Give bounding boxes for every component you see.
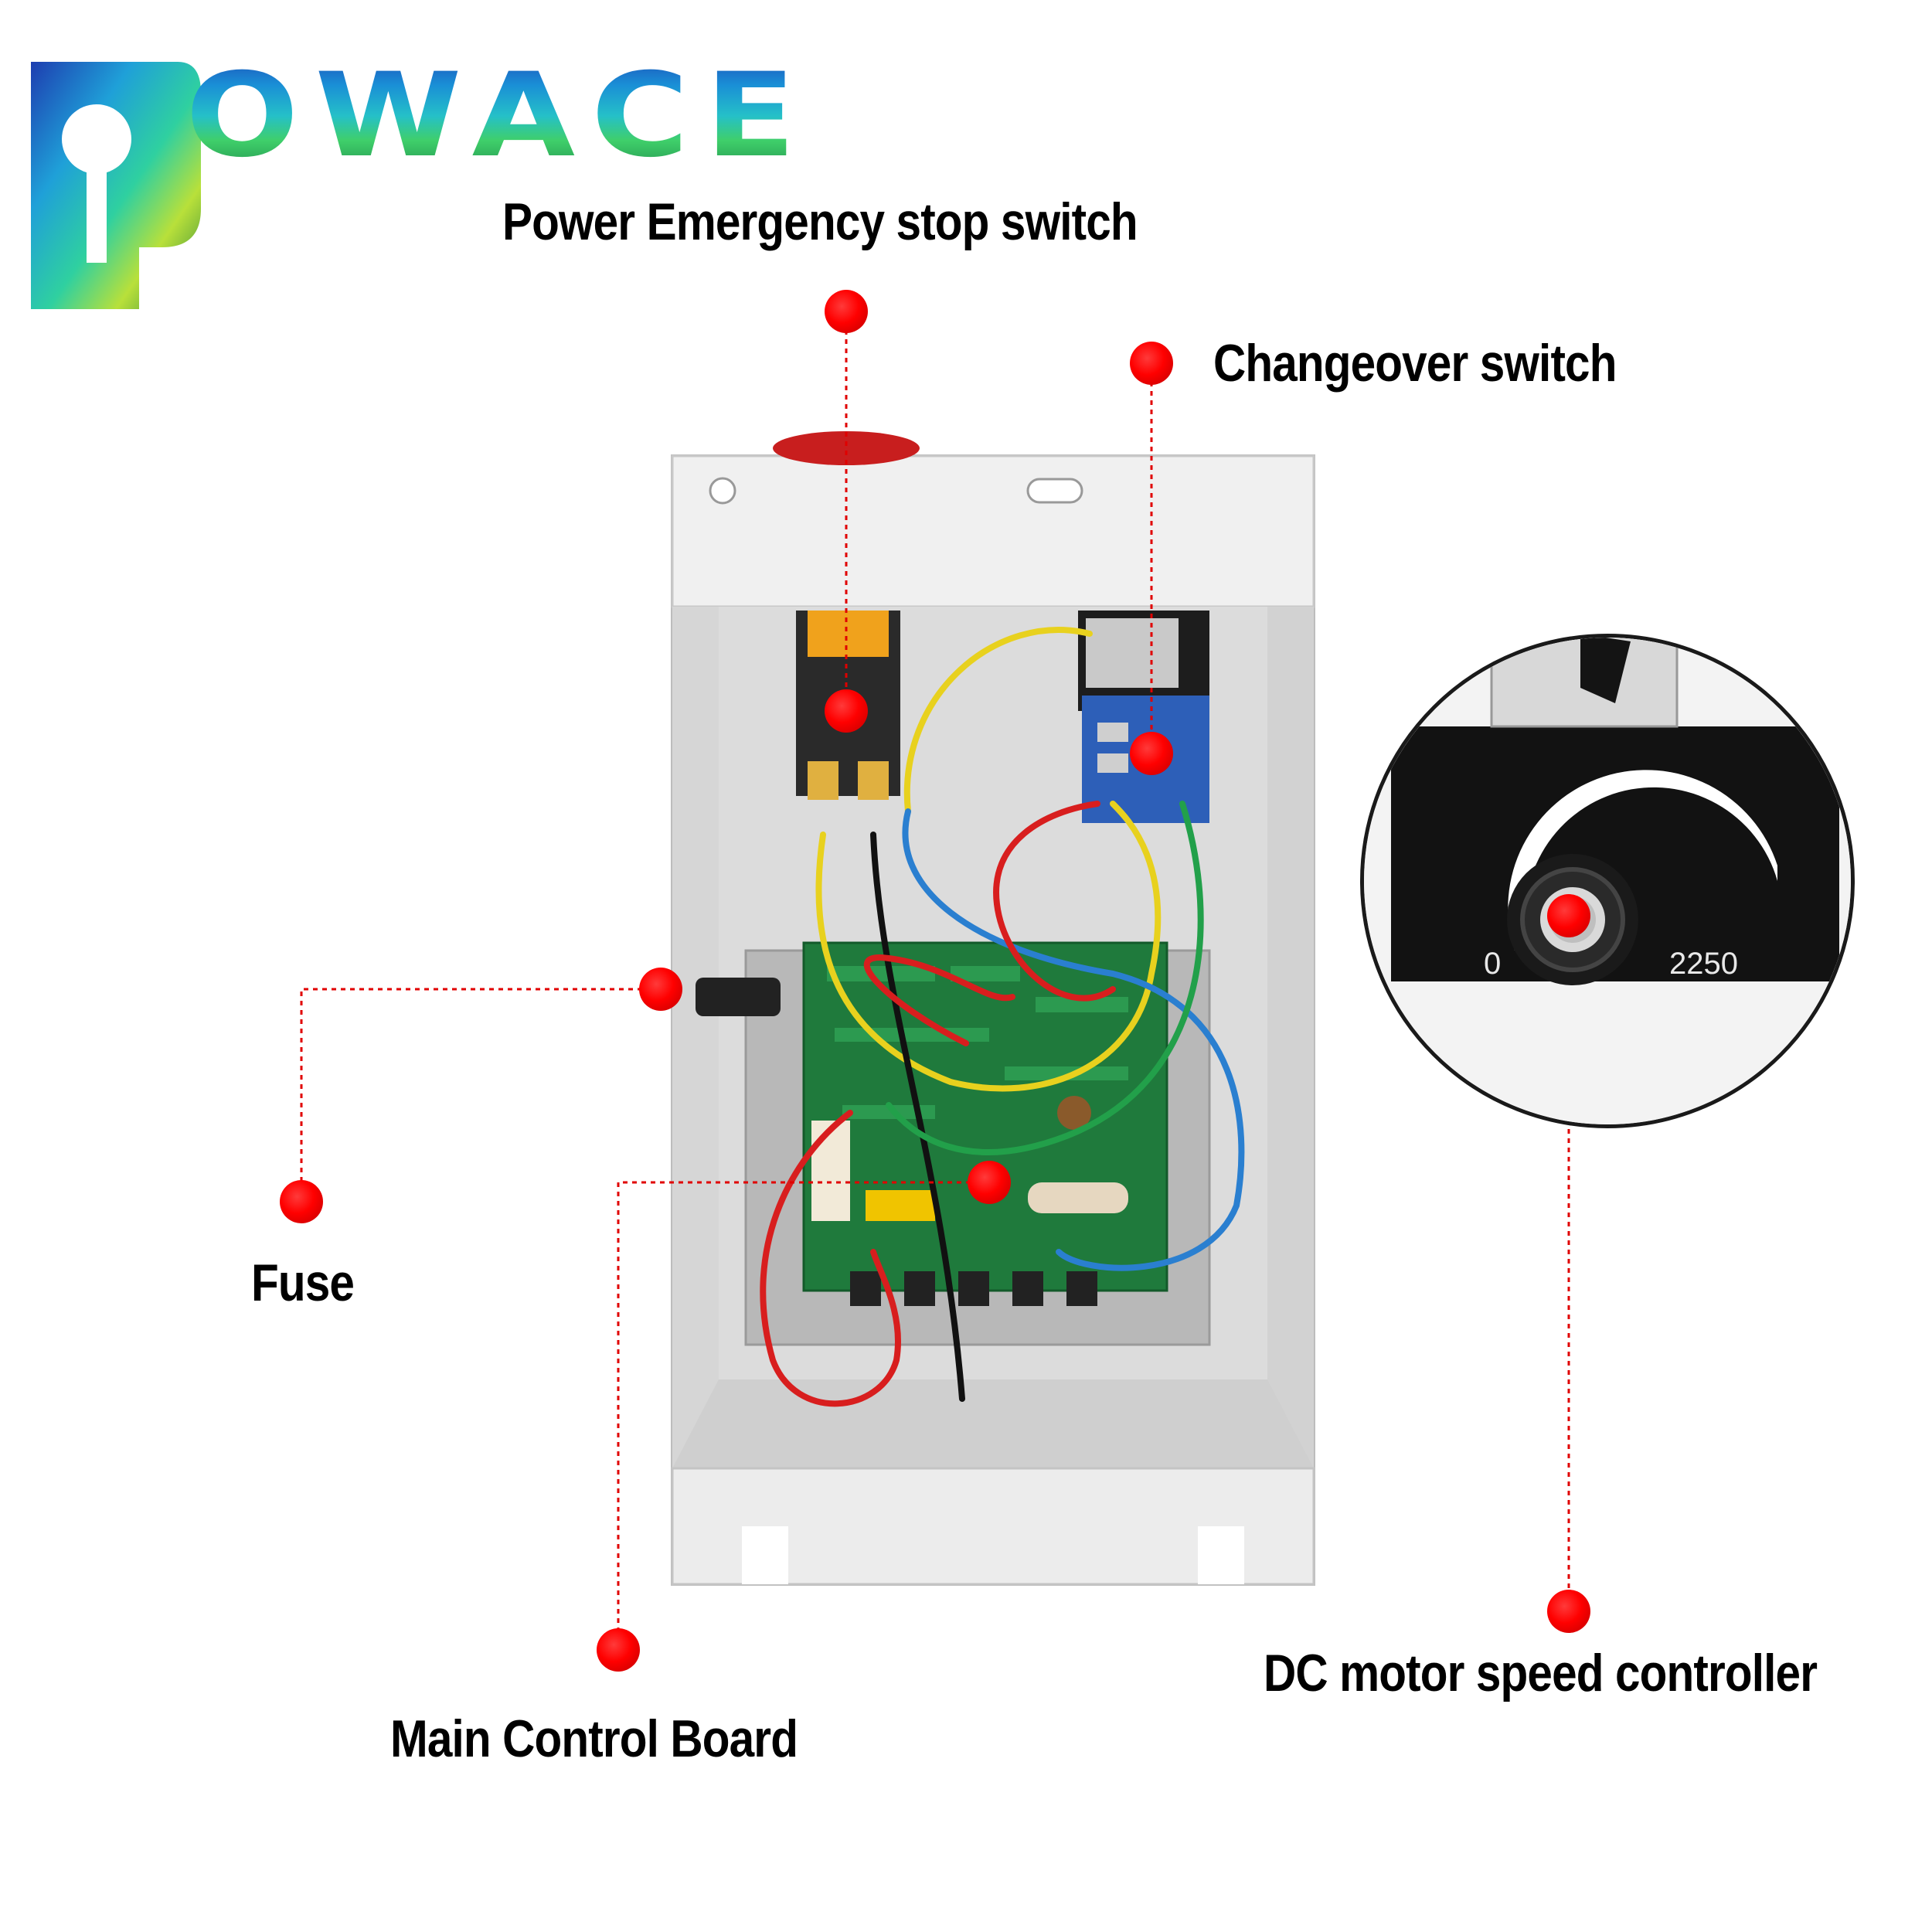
fuse-holder xyxy=(696,978,781,1016)
label-emergency-stop: Power Emergency stop switch xyxy=(502,192,1138,251)
label-main-board: Main Control Board xyxy=(390,1709,798,1768)
logo-wordmark: OWACE xyxy=(185,49,812,183)
speed-controller-zoom: 0 2250 xyxy=(1360,634,1855,1128)
label-speed-controller: DC motor speed controller xyxy=(1264,1644,1818,1702)
enclosure-top-plate xyxy=(671,454,1315,608)
callout-dot-speed-controller-target xyxy=(1547,894,1590,937)
callout-dot-speed-controller xyxy=(1547,1590,1590,1633)
callout-dot-fuse xyxy=(280,1180,323,1223)
dial-max-label: 2250 xyxy=(1669,947,1738,981)
callout-dot-main-board xyxy=(597,1628,640,1672)
callout-dot-emergency-stop xyxy=(825,290,868,333)
callout-dot-emergency-stop-target xyxy=(825,689,868,733)
dial-min-label: 0 xyxy=(1484,947,1502,981)
callout-dot-changeover-target xyxy=(1130,732,1173,775)
callout-dot-main-board-target xyxy=(968,1161,1011,1204)
emergency-stop-cap xyxy=(773,431,920,465)
logo-key-mark xyxy=(31,62,201,309)
callout-dot-changeover xyxy=(1130,342,1173,385)
callout-dot-fuse-target xyxy=(639,968,682,1011)
powace-logo: OWACE xyxy=(23,54,796,317)
leader-fuse xyxy=(300,988,661,1202)
speed-dial-photo xyxy=(1364,638,1851,1124)
label-fuse: Fuse xyxy=(251,1253,355,1312)
label-changeover: Changeover switch xyxy=(1213,334,1617,393)
leader-main-board xyxy=(617,1181,989,1650)
